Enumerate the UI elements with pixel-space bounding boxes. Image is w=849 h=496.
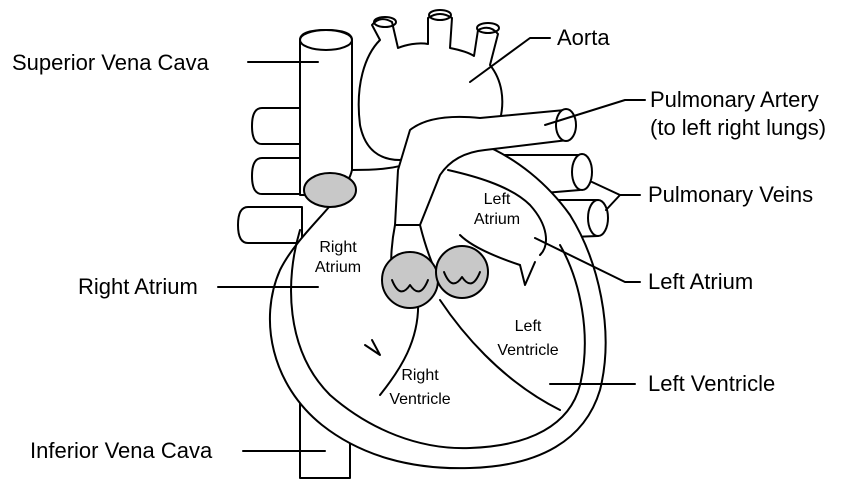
superior-vena-cava-shape: [300, 30, 352, 195]
right-ventricle-inner-2: Ventricle: [389, 391, 450, 408]
vena-cava-valve: [304, 173, 356, 207]
right-ventricle-inner-1: Right: [401, 367, 439, 384]
right-atrium-inner-2: Atrium: [315, 259, 361, 276]
label-inferior-vena-cava: Inferior Vena Cava: [30, 438, 213, 463]
label-left-atrium: Left Atrium: [648, 269, 753, 294]
right-atrium-inner-1: Right: [319, 239, 357, 256]
left-pulmonary-branches: [238, 108, 302, 243]
left-ventricle-inner-2: Ventricle: [497, 342, 558, 359]
label-superior-vena-cava: Superior Vena Cava: [12, 50, 210, 75]
label-pulmonary-artery-1: Pulmonary Artery: [650, 87, 819, 112]
left-ventricle-inner-1: Left: [515, 318, 542, 335]
label-aorta: Aorta: [557, 25, 610, 50]
label-pulmonary-veins: Pulmonary Veins: [648, 182, 813, 207]
left-atrium-inner-1: Left: [484, 191, 511, 208]
left-atrium-inner-2: Atrium: [474, 211, 520, 228]
label-left-ventricle: Left Ventricle: [648, 371, 775, 396]
label-right-atrium: Right Atrium: [78, 274, 198, 299]
pulmonary-valve: [382, 252, 438, 308]
label-pulmonary-artery-2: (to left right lungs): [650, 115, 826, 140]
